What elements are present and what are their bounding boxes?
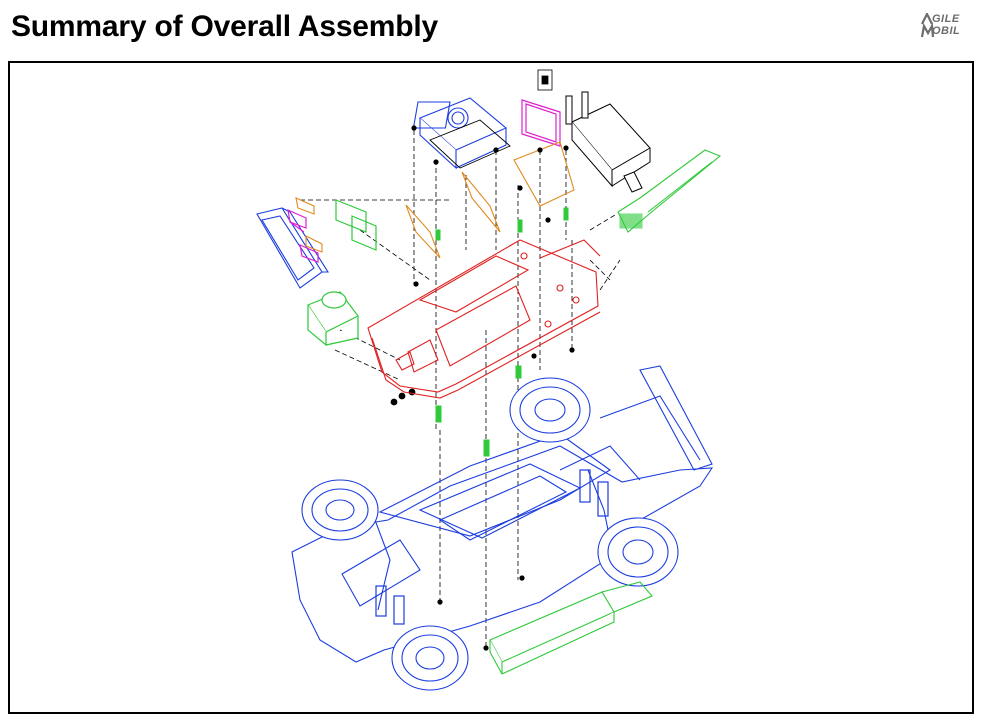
board-standoff-brackets: [405, 141, 575, 259]
battery-pack: [489, 581, 653, 675]
logo-text-top: GILE: [932, 13, 960, 25]
mounting-plate: [367, 239, 601, 399]
green-standoffs: [435, 207, 569, 457]
depth-camera-part: [256, 207, 329, 289]
green-mount-bracket: [335, 199, 377, 251]
logo-text-bottom: OBIL: [932, 25, 961, 37]
wheel-rear-left: [391, 625, 469, 691]
wheel-front-left: [301, 479, 379, 541]
camera-side-brackets: [295, 197, 323, 253]
diagram-frame: [8, 61, 974, 714]
wheel-front-right: [509, 377, 591, 443]
green-sensor-module: [307, 291, 359, 347]
suspension-shocks: [375, 469, 609, 625]
explode-leader-lines: [300, 130, 621, 650]
carrier-board: [429, 119, 511, 169]
camera-mount-brackets: [287, 99, 561, 263]
antenna-module: [617, 149, 722, 233]
power-distribution-box: [565, 91, 651, 193]
brand-logo: GILE OBIL: [920, 13, 980, 43]
agile-mobile-logo-mark: [920, 13, 935, 38]
page-title: Summary of Overall Assembly: [11, 10, 439, 43]
compute-board: [412, 97, 508, 170]
fastener-hardware: [390, 69, 575, 651]
wheel-rear-right: [597, 517, 679, 587]
